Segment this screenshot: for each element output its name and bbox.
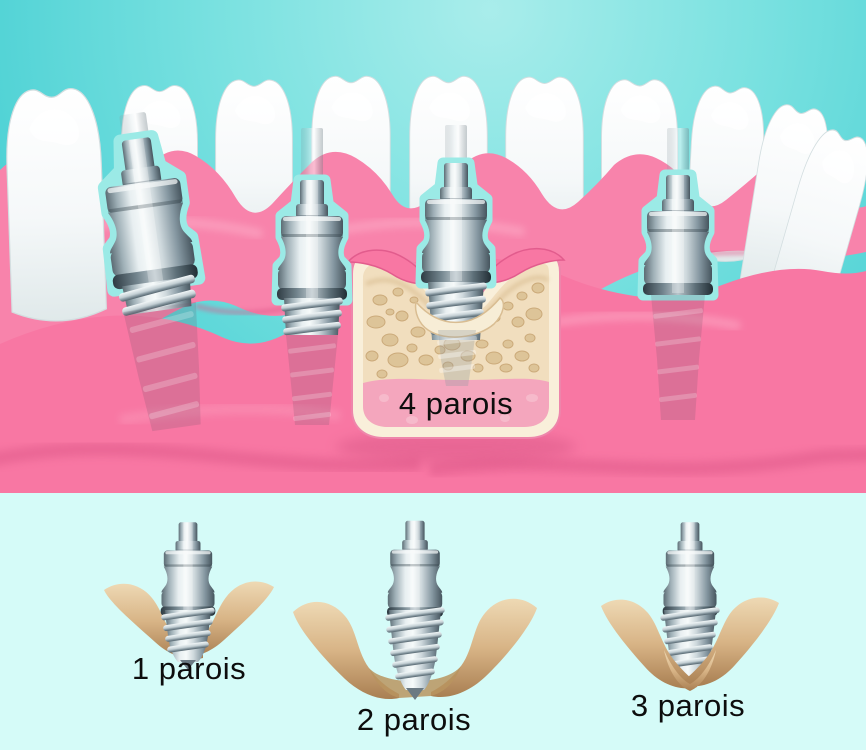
pink-band-spots (379, 394, 538, 424)
implant-1 (90, 112, 219, 432)
label-3-parois: 3 parois (630, 688, 746, 723)
implant-2 (277, 128, 347, 425)
bone-valley (664, 650, 716, 691)
implant-2-ghost-screw (286, 335, 338, 425)
implant-three-walls (601, 522, 779, 691)
crest-front-lip (414, 297, 505, 338)
bone-cross-section (336, 247, 576, 463)
ridge-shadow (429, 447, 866, 477)
bone-wing (683, 597, 779, 687)
implant-4-pin (667, 128, 689, 177)
bottom-section (0, 493, 866, 750)
implant-two-walls (293, 520, 537, 700)
label-4-parois: 4 parois (398, 386, 514, 421)
screw (385, 607, 445, 700)
implant-3-pin (445, 125, 467, 165)
trabecular-spots (365, 282, 545, 379)
implant-4-ghost-screw (651, 295, 705, 420)
bone-wing (601, 599, 697, 689)
bone-wing (176, 581, 274, 658)
implant-one-wall (104, 522, 274, 670)
implant-4 (643, 128, 713, 420)
implant-3-ghost-in-bone (437, 330, 477, 386)
label-2-parois: 2 parois (356, 702, 472, 737)
ridge-highlight (119, 403, 341, 425)
ridge-shadow (0, 442, 421, 473)
implant-2-pin (301, 128, 323, 182)
gum-shadow-line (195, 303, 287, 315)
label-1-parois: 1 parois (131, 651, 247, 686)
ridge-highlight (555, 311, 741, 330)
screw (161, 607, 215, 670)
implant-2-screw (281, 297, 343, 336)
implant-1-screw (118, 274, 196, 316)
implant-1-ghost-screw (123, 301, 201, 432)
top-section (0, 0, 866, 493)
